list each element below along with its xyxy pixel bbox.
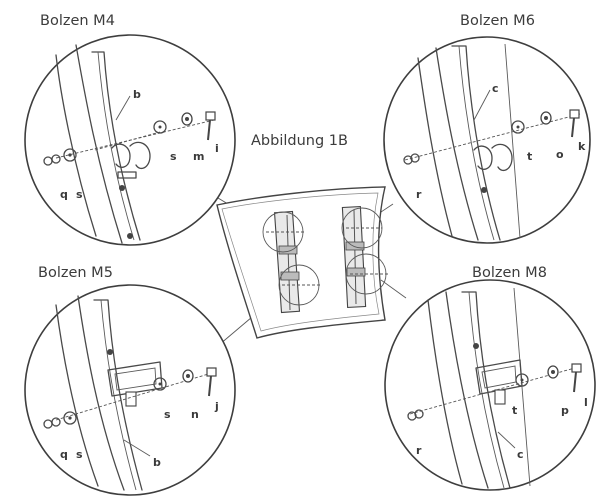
label-bracket-b: b <box>133 88 141 101</box>
label-spacer-t: t <box>527 150 532 163</box>
callout-m4: Bolzen M4 b s m i q s <box>24 13 236 246</box>
center-panel <box>216 186 388 339</box>
washer-icon <box>540 111 552 125</box>
washer-icon <box>181 112 193 126</box>
callout-title-m8: Bolzen M8 <box>472 265 547 281</box>
callout-title-m4: Bolzen M4 <box>40 13 115 29</box>
label-rear-r: r <box>416 188 422 201</box>
label-washer-o: o <box>556 148 564 161</box>
label-rear-q: q <box>60 448 68 461</box>
panel-right-bracket <box>341 206 367 308</box>
washer-icon <box>547 365 559 379</box>
figure-title: Abbildung 1B <box>251 133 348 149</box>
label-bracket-b: b <box>153 456 161 469</box>
rear-spacer-icon <box>63 148 77 162</box>
rear-washer-icon <box>43 417 61 429</box>
callout-title-m6: Bolzen M6 <box>460 13 535 29</box>
label-rear-r: r <box>416 444 422 457</box>
callout-m8: Bolzen M8 c t p l r <box>384 265 596 491</box>
callout-title-m5: Bolzen M5 <box>38 265 113 281</box>
rear-washer-icon <box>403 153 420 165</box>
label-bolt-j: j <box>214 400 219 413</box>
label-bracket-c: c <box>517 448 524 461</box>
bolt-icon <box>571 363 582 393</box>
callout-m6: Bolzen M6 c t o k r <box>383 13 591 244</box>
bolt-icon <box>205 111 216 141</box>
rear-washer-icon <box>43 154 61 166</box>
rear-spacer-icon <box>63 411 77 425</box>
label-spacer-t: t <box>512 404 517 417</box>
label-bracket-c: c <box>492 82 499 95</box>
bolt-icon <box>569 109 580 138</box>
bolt-icon <box>206 367 217 397</box>
label-spacer-s: s <box>170 150 177 163</box>
label-bolt-i: i <box>215 142 219 155</box>
spacer-icon <box>515 373 529 387</box>
callout-m5: Bolzen M5 b s n j q s <box>24 265 236 496</box>
label-washer-p: p <box>561 404 569 417</box>
spacer-icon <box>153 120 167 134</box>
washer-icon <box>182 369 194 383</box>
label-spacer-s: s <box>164 408 171 421</box>
label-rear-s: s <box>76 448 83 461</box>
spacer-icon <box>511 120 525 134</box>
spacer-icon <box>153 377 167 391</box>
label-bolt-k: k <box>578 140 586 153</box>
label-rear-q: q <box>60 188 68 201</box>
label-washer-m: m <box>193 150 204 163</box>
label-washer-n: n <box>191 408 199 421</box>
rear-washer-icon <box>407 409 424 421</box>
label-bolt-l: l <box>584 396 588 409</box>
label-rear-s: s <box>76 188 83 201</box>
